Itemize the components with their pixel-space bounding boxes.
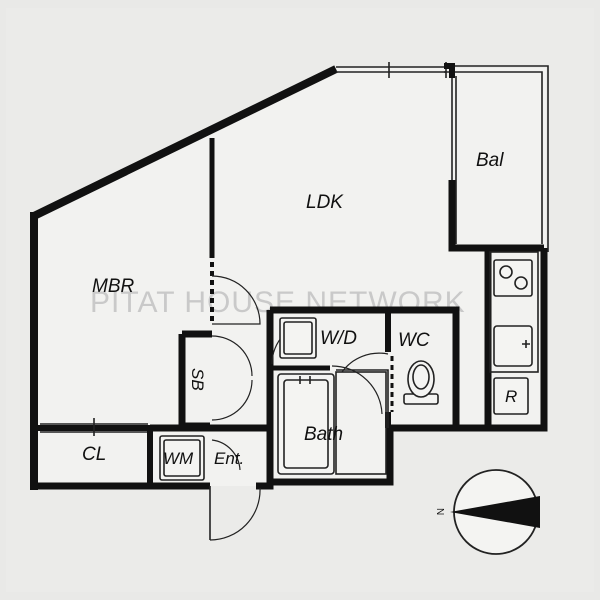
door-front-arc [209,487,261,541]
burner-1 [499,265,513,279]
washing-machine-inner [163,439,201,477]
label-sb: SB [188,368,207,391]
wall-balcony-inner [448,180,544,252]
bathtub [277,373,335,475]
stove [493,259,533,297]
window-top [336,66,446,73]
bathtub-inner [283,379,329,469]
label-r: R [505,387,517,406]
washer-pan [279,317,317,359]
balcony-rail [444,65,549,252]
compass-north-label: N [434,508,445,515]
label-bal: Bal [476,150,504,171]
washer-pan-inner [283,321,313,355]
bath-faucet [299,376,311,384]
door-bath [331,365,383,415]
bath-area [335,371,387,475]
refrigerator [493,377,529,415]
sink [493,325,533,367]
label-wd: W/D [320,328,357,349]
wall-wetcore [266,306,460,428]
burner-2 [514,276,528,290]
toilet-seat [412,364,430,390]
compass-needle-icon [450,496,540,528]
wall-diagonal [32,65,338,220]
wall-right-lower [386,248,548,432]
label-bath: Bath [304,424,343,445]
label-wc: WC [398,330,430,351]
toilet-bowl [407,360,435,398]
door-sb [211,335,253,421]
door-mbr [211,275,261,325]
kitchen-counter [489,251,539,373]
sink-faucet [522,340,530,348]
label-ent: Ent. [214,449,244,468]
watermark: PITAT HOUSE NETWORK [90,286,466,319]
balcony-floor [448,68,546,248]
washing-machine [159,435,205,481]
label-mbr: MBR [92,276,135,297]
wall-corner-top [444,63,455,78]
label-cl: CL [82,444,106,465]
label-ldk: LDK [306,192,344,213]
door-ent-inner [211,439,241,471]
label-wm: WM [163,449,194,468]
